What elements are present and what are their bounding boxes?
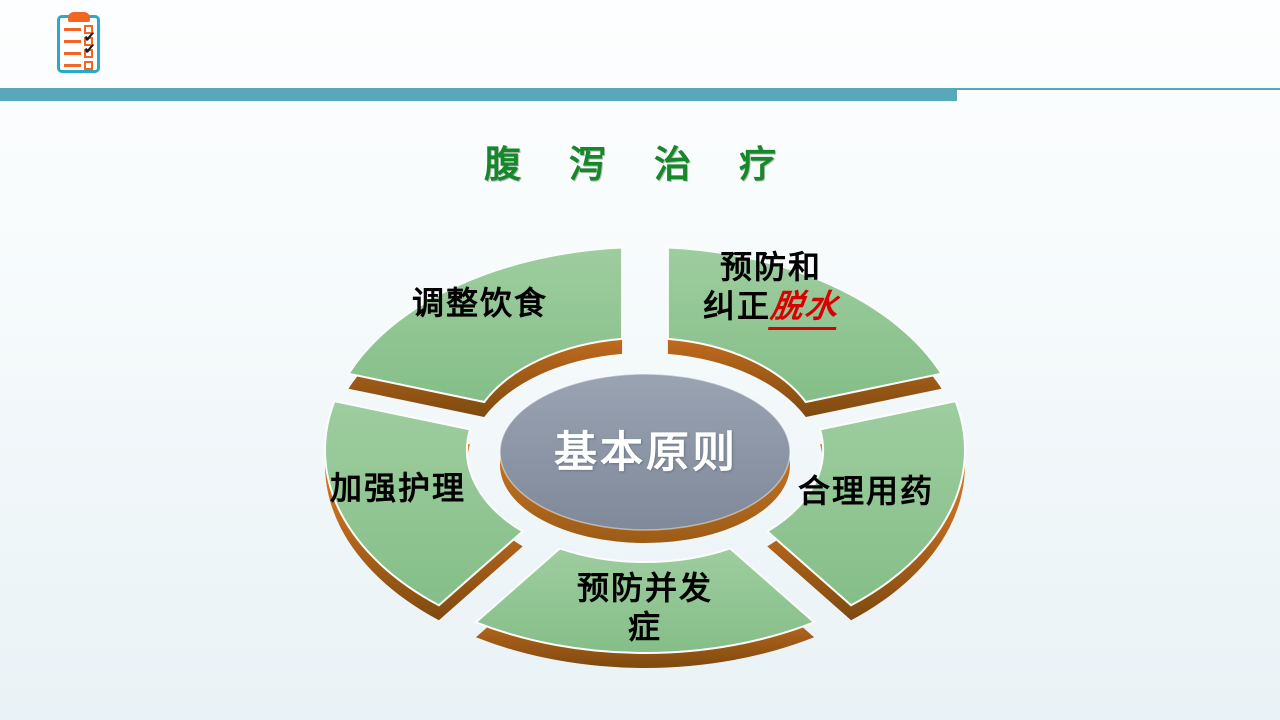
center-principle-label: 基本原则 [554,428,738,478]
slide-title: 腹泻治疗 [484,143,824,186]
header-divider-bar [0,88,957,101]
checklist-row: ✔ [64,42,96,58]
label-dehydration-highlight: 脱水 [767,287,843,330]
checklist-row [64,61,93,70]
segment-label-strengthen-nursing: 加强护理 [329,469,466,507]
segment-label-adjust-diet: 调整饮食 [411,284,548,322]
radial-diagram-graphic [324,246,966,668]
segment-prevent-complications-shape [474,547,816,654]
segment-strengthen-nursing-shape [324,400,525,607]
label-line2-prefix: 纠正 [702,287,771,325]
segment-label-prevent-dehydration: 预防和 纠正脱水 [641,248,901,330]
label-line1: 预防和 [719,248,822,286]
segment-prevent-dehydration-shape [666,246,944,404]
clipboard-clip [67,12,90,22]
segment-rational-medication-shape [765,400,966,607]
checklist-row: ✔ [64,30,96,46]
clipboard-checklist-icon: ✔ ✔ [57,12,100,73]
segment-label-prevent-complications: 预防并发症 [576,569,713,646]
segment-label-rational-medication: 合理用药 [797,472,934,510]
header-divider-line [957,88,1280,90]
check-icon: ✔ [83,40,96,58]
center-ellipse-shape [499,373,791,531]
checklist-row [64,25,93,34]
segment-adjust-diet-shape [346,246,624,404]
treatment-principles-diagram: 调整饮食 预防和 纠正脱水 加强护理 合理用药 预防并发症 基本原则 [315,232,975,692]
check-icon: ✔ [83,28,96,46]
